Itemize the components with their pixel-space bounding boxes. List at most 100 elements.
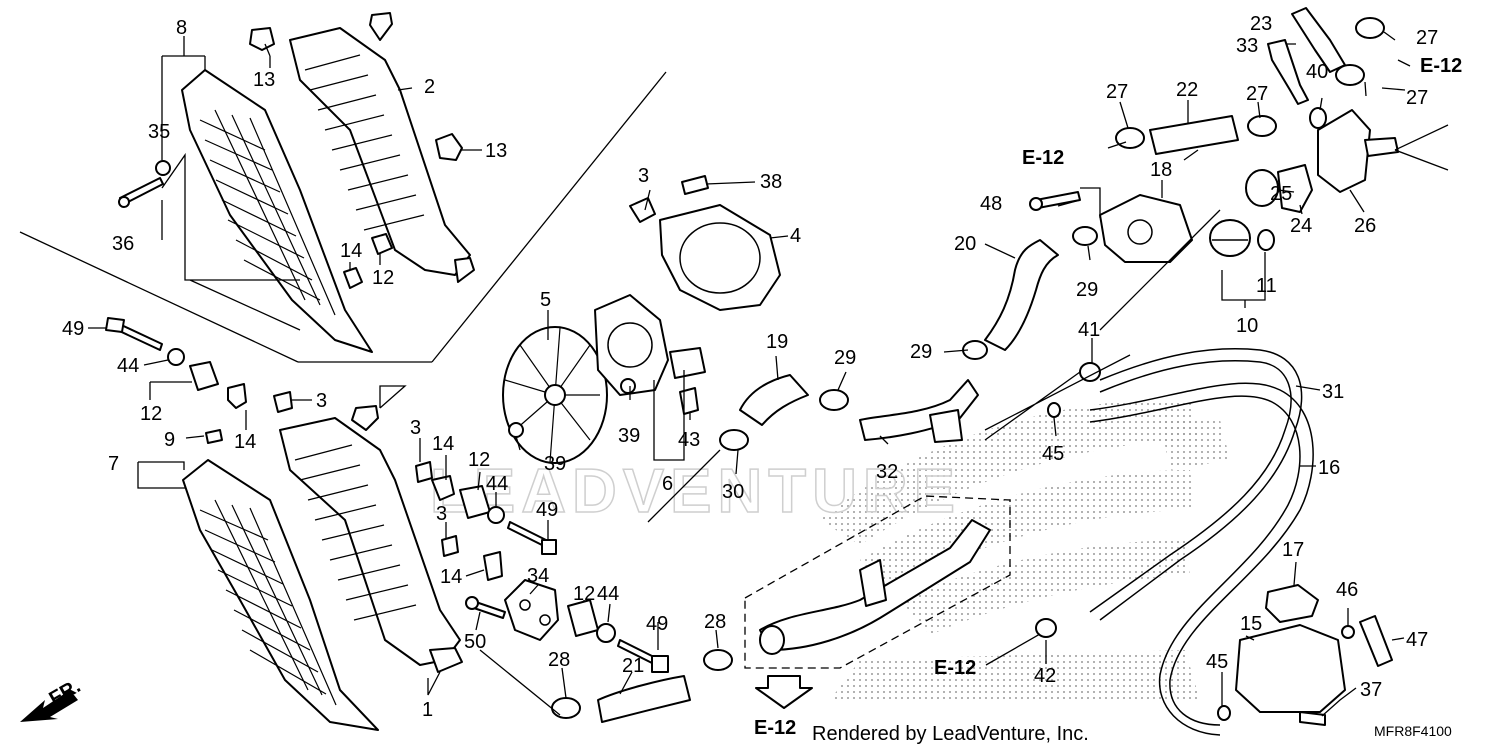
part-label-29: 29 (1076, 279, 1098, 301)
seal-11 (1257, 229, 1275, 251)
diagram-code: MFR8F4100 (1374, 723, 1452, 739)
part-label-17: 17 (1282, 539, 1304, 561)
part-label-16: 16 (1318, 457, 1340, 479)
bracket-34 (504, 579, 559, 641)
part-label-13: 13 (253, 69, 275, 91)
part-label-42: 42 (1034, 665, 1056, 687)
part-label-3: 3 (316, 390, 327, 412)
bolt-50 (465, 596, 506, 619)
inset-border (19, 71, 667, 363)
part-label-49: 49 (646, 613, 668, 635)
collar-14-upper (343, 267, 363, 289)
front-direction-arrow-icon (20, 690, 78, 722)
clip-3-left (273, 391, 293, 413)
part-label-13: 13 (485, 140, 507, 162)
hose-47 (1359, 615, 1393, 667)
fan-blade-5 (502, 326, 608, 464)
part-label-26: 26 (1354, 215, 1376, 237)
reserve-tank-15 (1235, 624, 1346, 713)
part-label-3: 3 (410, 417, 421, 439)
clamp-27-d (1335, 64, 1365, 86)
hose-20 (984, 239, 1059, 351)
collar-14-mid (431, 475, 455, 501)
nut-39-b (508, 422, 524, 438)
down-arrow (755, 675, 813, 709)
bolt-49-lower (617, 639, 669, 673)
part-label-24: 24 (1290, 215, 1312, 237)
part-label-41: 41 (1078, 319, 1100, 341)
thermostat-housing-18 (1099, 194, 1193, 263)
clamp-28-b (703, 649, 733, 671)
clip-3-mid-b (441, 535, 459, 557)
bolt-37 (1299, 711, 1326, 726)
clamp-27-c (1355, 17, 1385, 39)
grommet-12-upper (371, 233, 393, 255)
section-references: E-12 E-12 E-12 E-12 (754, 55, 1462, 739)
part-label-40: 40 (1306, 61, 1328, 83)
part-label-28: 28 (704, 611, 726, 633)
clamp-28-a (551, 697, 581, 719)
part-label-29: 29 (910, 341, 932, 363)
clip-45-b (1217, 705, 1231, 721)
part-label-12: 12 (573, 583, 595, 605)
watermark-wing-logo (820, 399, 1230, 700)
part-label-33: 33 (1236, 35, 1258, 57)
clip-45-a (1047, 402, 1061, 418)
part-label-48: 48 (980, 193, 1002, 215)
washer-44-left (167, 348, 185, 366)
hose-22 (1149, 115, 1239, 155)
part-label-29: 29 (834, 347, 856, 369)
part-label-44: 44 (486, 473, 508, 495)
grommet-12-lower (567, 599, 599, 637)
part-label-12: 12 (372, 267, 394, 289)
part-label-9: 9 (164, 429, 175, 451)
part-label-34: 34 (527, 565, 549, 587)
bolt-38 (681, 175, 709, 195)
part-label-11: 11 (1256, 275, 1277, 297)
clamp-42 (1035, 618, 1057, 638)
clamp-27-a (1115, 127, 1145, 149)
part-label-43: 43 (678, 429, 700, 451)
part-label-6: 6 (662, 473, 673, 495)
watermark-text: LEADVENTURE (430, 457, 961, 526)
clip-3-mid-a (415, 461, 433, 483)
sensor-33 (1267, 39, 1309, 105)
part-label-44: 44 (597, 583, 619, 605)
part-label-19: 19 (766, 331, 788, 353)
part-label-49: 49 (536, 499, 558, 521)
section-ref-e12-mid[interactable]: E-12 (934, 657, 976, 679)
pipe-32 (859, 379, 979, 443)
engine-outline (744, 495, 1011, 669)
part-label-38: 38 (760, 171, 782, 193)
part-label-10: 10 (1236, 315, 1258, 337)
bolt-49-mid (507, 521, 557, 555)
part-label-3: 3 (436, 503, 447, 525)
o-ring-25 (1245, 169, 1279, 207)
clip-9 (205, 429, 223, 444)
seal-40 (1309, 107, 1327, 129)
part-label-1: 1 (422, 699, 433, 721)
part-label-45: 45 (1206, 651, 1228, 673)
section-ref-e12-bottom[interactable]: E-12 (754, 717, 796, 739)
tank-cap-17 (1265, 584, 1319, 623)
part-label-23: 23 (1250, 13, 1272, 35)
part-label-8: 8 (176, 17, 187, 39)
fan-shroud-4 (629, 197, 781, 311)
grommet-13-b (435, 133, 463, 161)
washer-44-mid (487, 506, 505, 524)
part-label-21: 21 (622, 655, 644, 677)
part-label-49: 49 (62, 318, 84, 340)
part-label-14: 14 (340, 240, 362, 262)
leader-lines (88, 31, 1449, 717)
section-ref-e12-upper-left[interactable]: E-12 (1022, 147, 1064, 169)
bolt-36 (118, 177, 164, 208)
hose-31 (1089, 348, 1303, 621)
grommet-13-a (249, 27, 275, 51)
collar-14-left (227, 383, 247, 409)
clamp-29-c (1072, 226, 1098, 246)
section-ref-e12-upper-right[interactable]: E-12 (1420, 55, 1462, 77)
clip-46 (1341, 625, 1355, 639)
part-label-5: 5 (540, 289, 551, 311)
part-label-7: 7 (108, 453, 119, 475)
